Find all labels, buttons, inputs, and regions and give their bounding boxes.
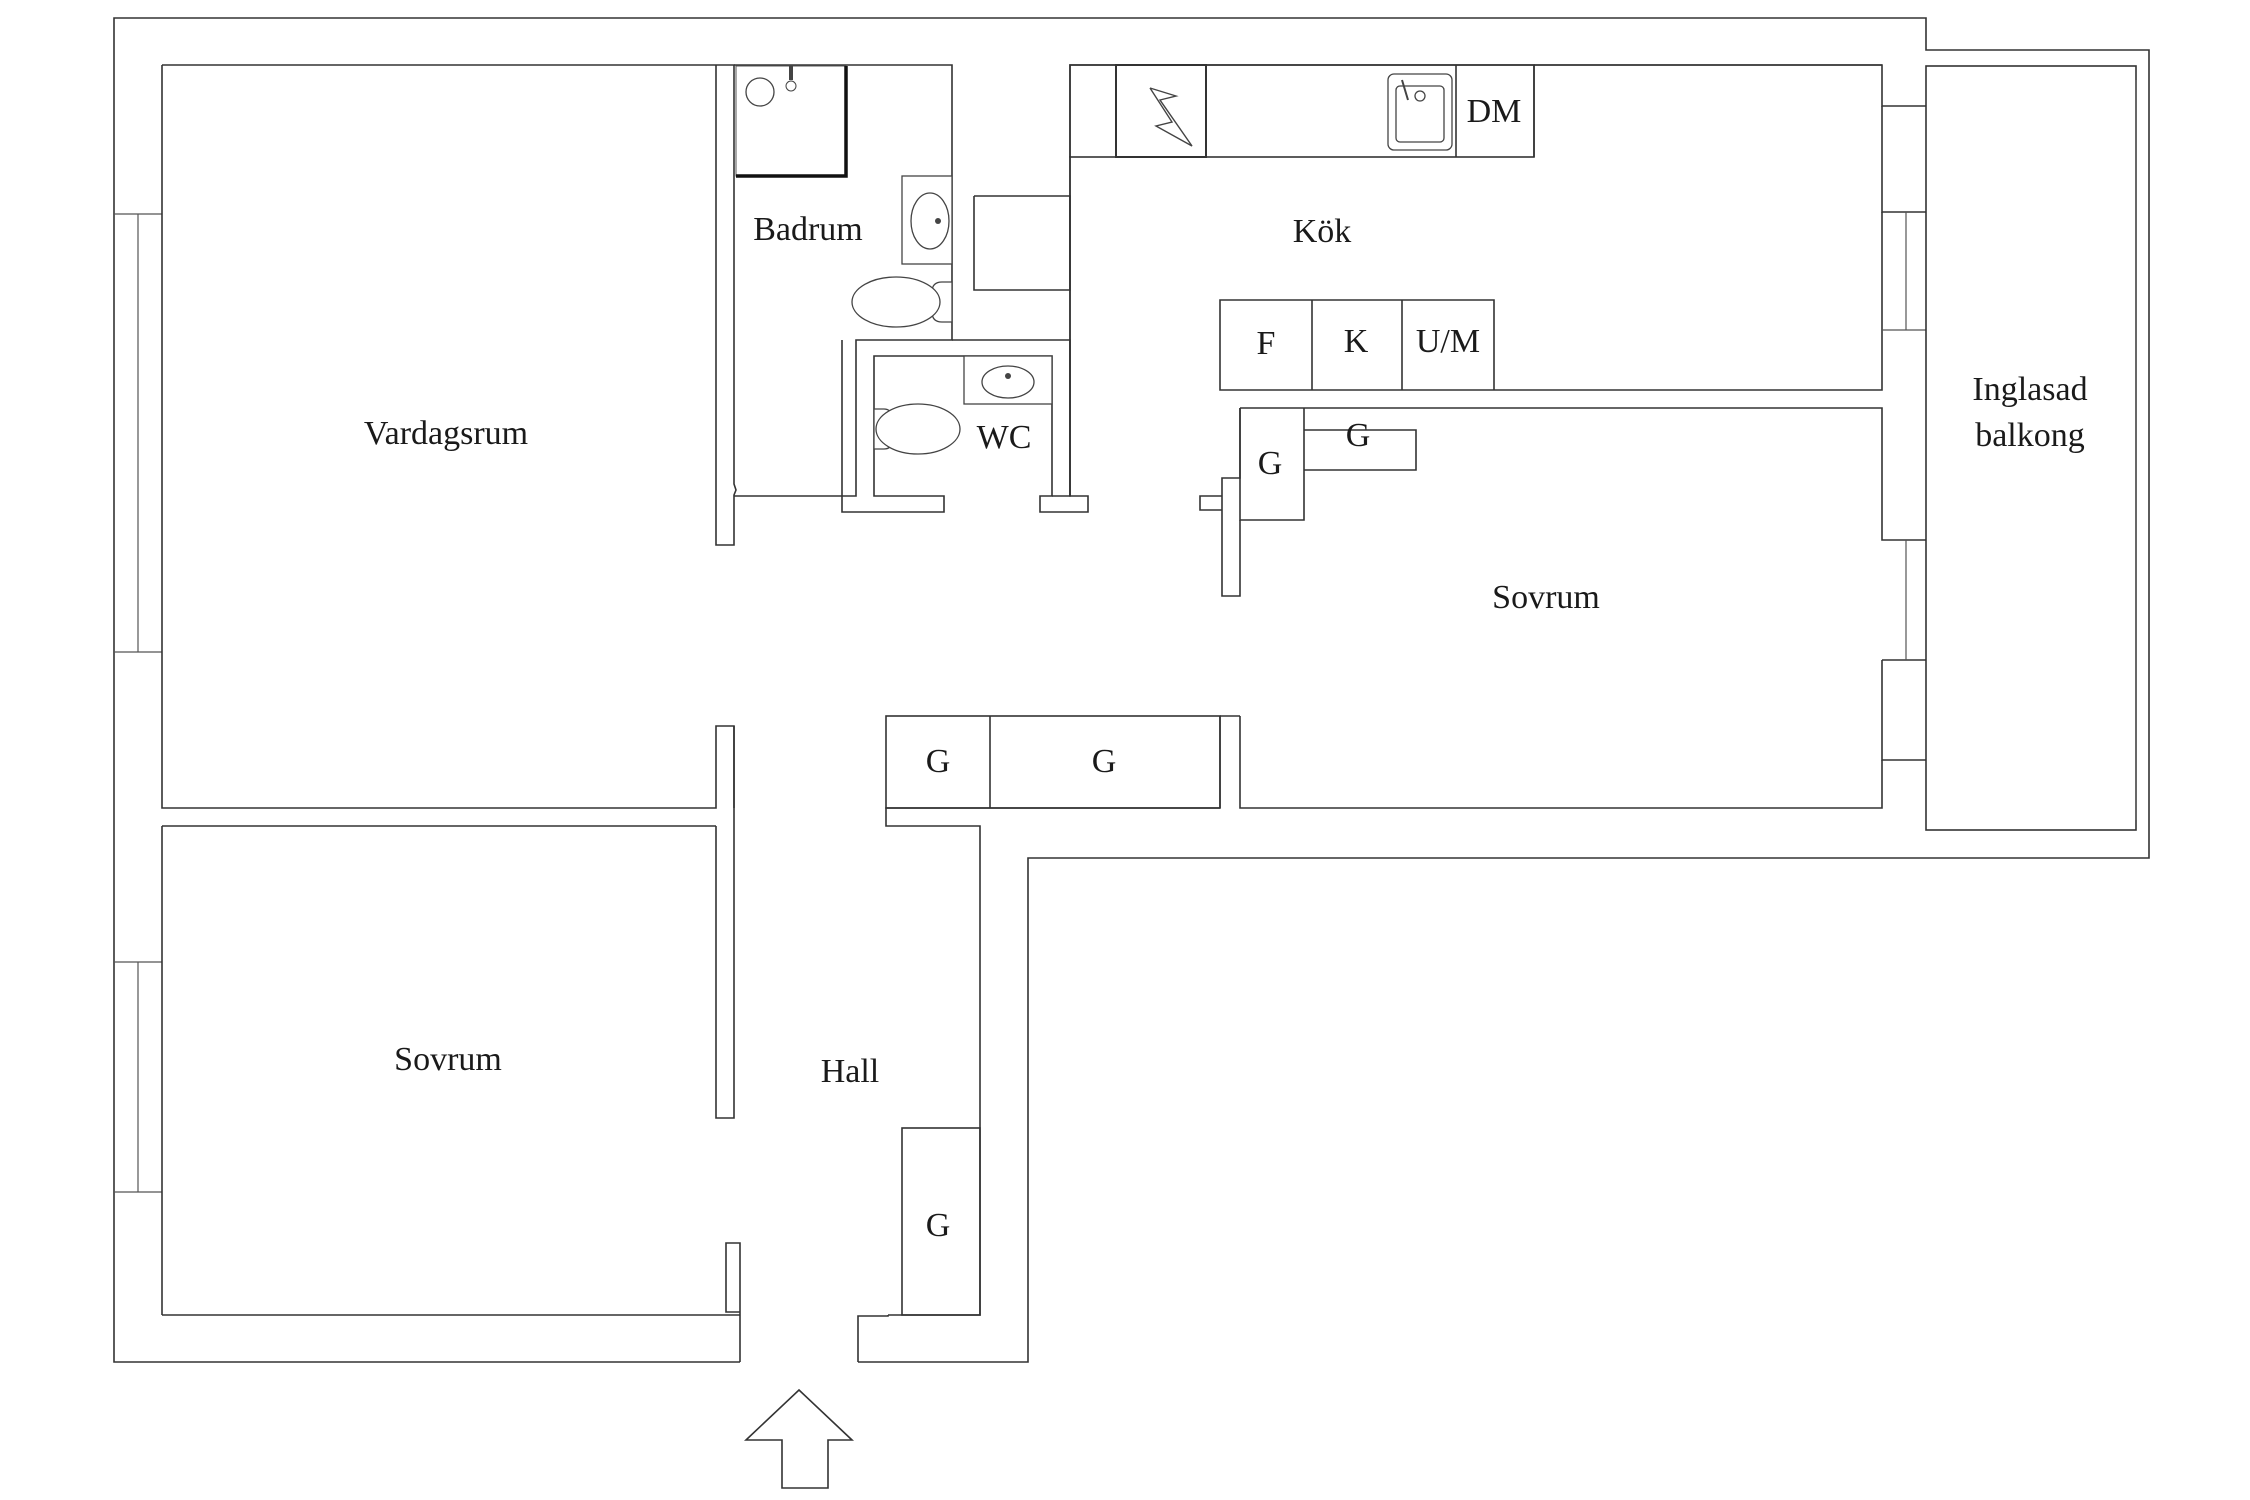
vardagsrum-walls — [161, 64, 737, 1315]
room-label-sovrum-left: Sovrum — [394, 1041, 502, 1078]
fixture-label-g-3: G — [926, 743, 951, 780]
fixture-label-g-4: G — [1092, 743, 1117, 780]
room-label-balkong-1: Inglasad — [1972, 371, 2087, 408]
room-label-kok: Kök — [1293, 213, 1352, 250]
room-label-wc: WC — [977, 419, 1032, 456]
washbasin-icon — [901, 175, 953, 265]
balkong-walls — [1925, 65, 2137, 831]
fixture-label-g-5: G — [926, 1207, 951, 1244]
toilet-icon — [851, 276, 953, 328]
shower-icon — [735, 65, 848, 178]
room-label-badrum: Badrum — [753, 211, 863, 248]
fixture-label-dm: DM — [1467, 93, 1522, 130]
window-left-top — [114, 213, 162, 653]
wc-walls — [963, 355, 1053, 405]
fixture-label-k: K — [1344, 323, 1369, 360]
room-label-vardagsrum: Vardagsrum — [364, 415, 528, 452]
fixture-label-f: F — [1257, 325, 1276, 362]
room-label-sovrum-right: Sovrum — [1492, 579, 1600, 616]
entrance-arrow-icon — [743, 1388, 855, 1489]
room-label-hall: Hall — [821, 1053, 880, 1090]
room-label-balkong-2: balkong — [1975, 417, 2085, 454]
outer-walls — [113, 17, 2150, 1363]
window-right-kok — [1882, 212, 1926, 331]
hall-walls — [885, 715, 1221, 1316]
fixture-label-g-1: G — [1346, 417, 1371, 454]
fixture-label-g-2: G — [1258, 445, 1283, 482]
fixture-label-um: U/M — [1416, 323, 1480, 360]
sink-icon — [1387, 73, 1453, 151]
window-left-bottom — [114, 961, 162, 1193]
stove-icon — [1115, 64, 1207, 158]
toilet-wc-icon — [873, 403, 961, 455]
sovrum-right-walls — [1199, 407, 1926, 809]
